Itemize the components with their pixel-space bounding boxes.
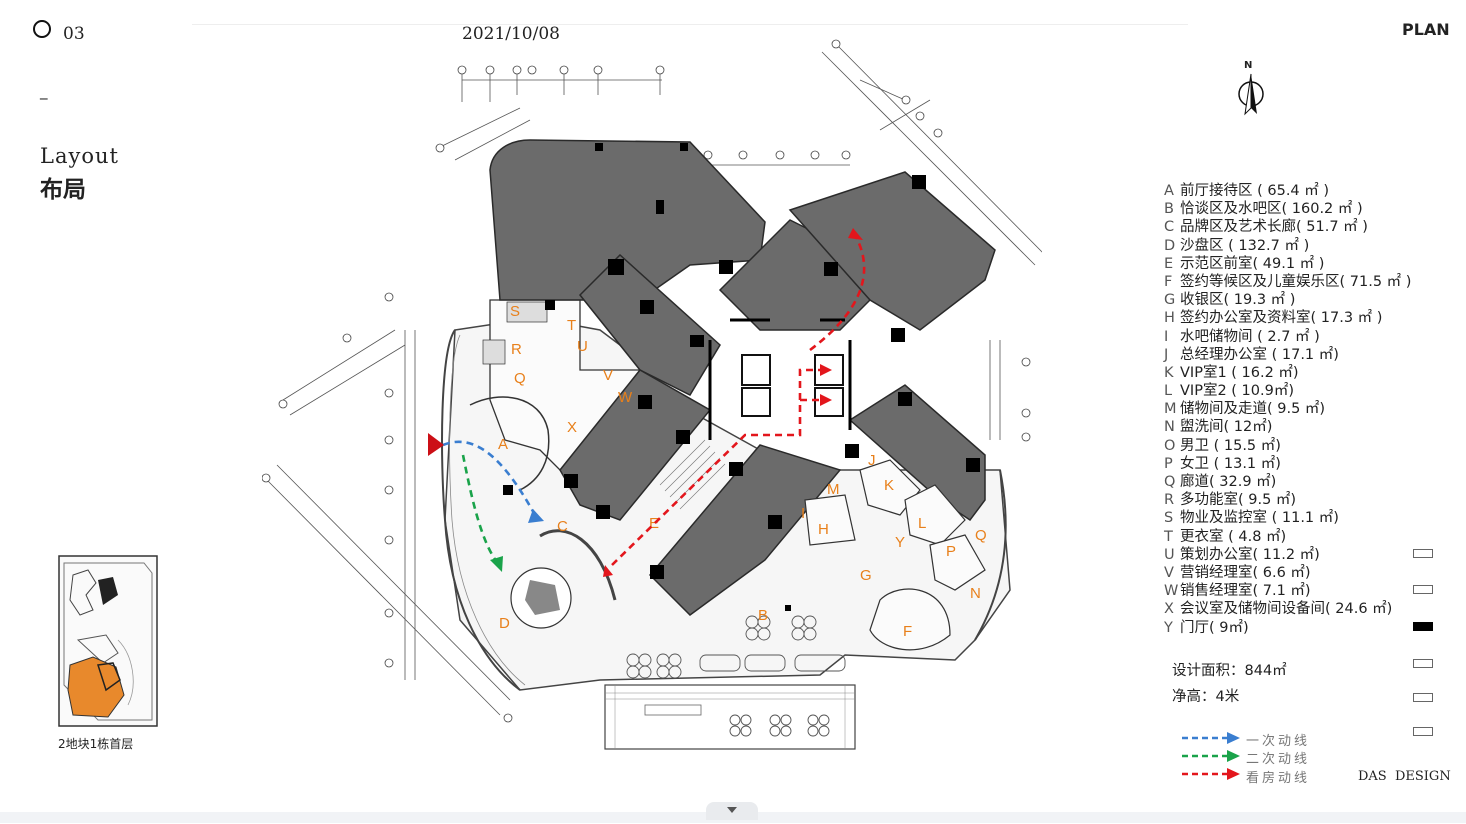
svg-text:F: F xyxy=(903,623,912,640)
flow-viewing-label: 看房动线 xyxy=(1246,771,1311,786)
header-divider xyxy=(192,24,1188,25)
clear-height-text: 净高：4米 xyxy=(1172,689,1240,705)
title-en: Layout xyxy=(40,144,119,168)
brand-label: DAS DESIGN xyxy=(1358,769,1451,784)
svg-text:G: G xyxy=(860,567,872,584)
svg-text:P: P xyxy=(946,543,956,560)
key-plan-map xyxy=(58,555,158,727)
svg-text:I: I xyxy=(801,505,805,522)
title-zh: 布局 xyxy=(40,177,86,203)
svg-text:H: H xyxy=(818,521,829,538)
svg-text:B: B xyxy=(758,607,768,624)
svg-text:J: J xyxy=(868,452,876,469)
header-circle-icon xyxy=(33,20,51,38)
compass-north-label: N xyxy=(1244,60,1253,71)
rect-outline-icon xyxy=(1413,727,1433,736)
page-date: 2021/10/08 xyxy=(462,24,560,44)
rect-outline-icon xyxy=(1413,659,1433,668)
svg-text:Q: Q xyxy=(514,370,526,387)
rect-outline-icon xyxy=(1413,585,1433,594)
flow-primary-label: 一次动线 xyxy=(1246,734,1311,749)
rect-outline-icon xyxy=(1413,693,1433,702)
svg-text:M: M xyxy=(827,481,840,498)
svg-text:A: A xyxy=(498,436,508,453)
key-plan-caption: 2地块1栋首层 xyxy=(58,737,134,751)
svg-text:Y: Y xyxy=(895,534,905,551)
svg-text:X: X xyxy=(567,419,577,436)
north-arrow-icon xyxy=(1238,73,1264,116)
flow-legend-arrows xyxy=(1182,732,1240,780)
expand-tab[interactable] xyxy=(706,802,758,820)
header-dash: _ xyxy=(40,82,48,100)
design-area-text: 设计面积：844㎡ xyxy=(1172,663,1287,679)
svg-text:N: N xyxy=(970,585,981,602)
svg-text:W: W xyxy=(618,389,633,406)
svg-text:K: K xyxy=(884,477,894,494)
svg-text:T: T xyxy=(567,317,576,334)
rect-outline-icon xyxy=(1413,549,1433,558)
floor-plan-drawing: ABC DEF GHI JKL MNP QQR STU VWX Y xyxy=(262,39,1042,750)
plan-label: PLAN xyxy=(1402,20,1450,39)
page-number: 03 xyxy=(63,24,85,44)
svg-text:E: E xyxy=(649,515,659,532)
flow-secondary-label: 二次动线 xyxy=(1246,752,1311,767)
rect-filled-icon xyxy=(1413,622,1433,631)
svg-text:C: C xyxy=(557,518,568,535)
svg-text:D: D xyxy=(499,615,510,632)
chevron-down-icon xyxy=(727,807,737,813)
svg-text:S: S xyxy=(510,303,520,320)
svg-text:Q: Q xyxy=(975,527,987,544)
svg-text:U: U xyxy=(577,338,588,355)
svg-text:L: L xyxy=(918,515,926,532)
svg-text:R: R xyxy=(511,341,522,358)
svg-text:V: V xyxy=(603,367,613,384)
